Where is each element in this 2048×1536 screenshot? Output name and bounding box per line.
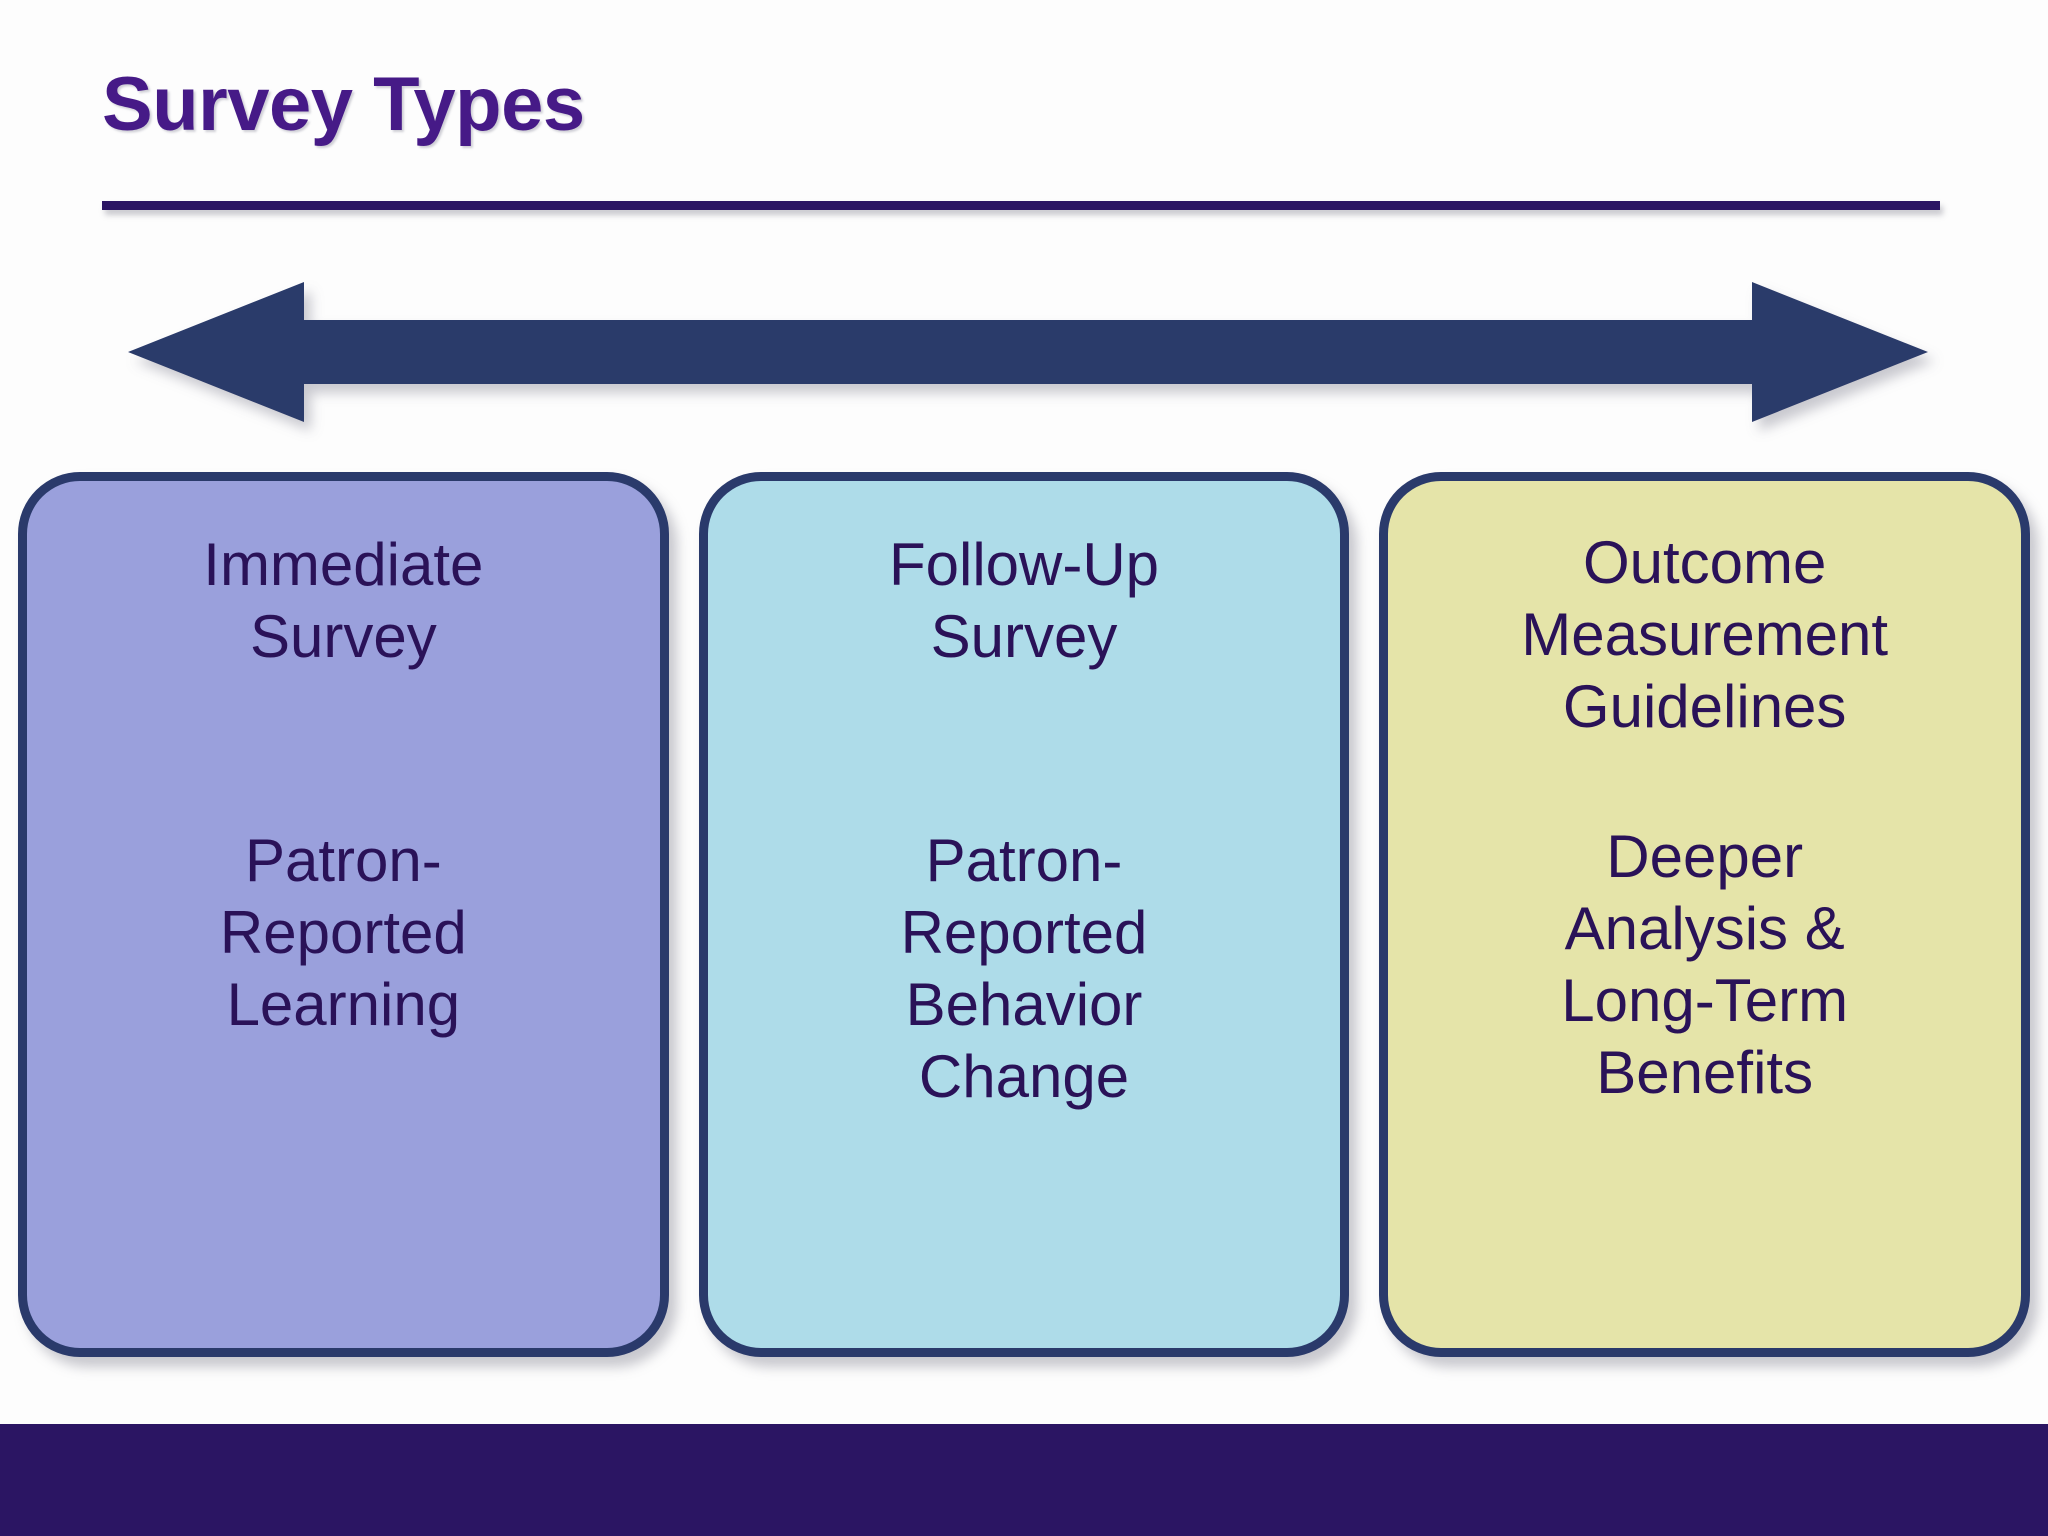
- survey-box-heading: Immediate Survey: [203, 531, 484, 670]
- footer-band: [0, 1424, 2048, 1536]
- title-underline-rule: [102, 201, 1940, 210]
- double-headed-arrow: [128, 278, 1928, 424]
- survey-box-outcome-measurement-guidelines[interactable]: Outcome Measurement Guidelines Deeper An…: [1379, 472, 2031, 1357]
- page-title: Survey Types: [102, 62, 585, 147]
- survey-box-sublabel: Patron- Reported Learning: [219, 827, 467, 1038]
- survey-box-heading: Follow-Up Survey: [888, 531, 1160, 670]
- survey-box-sublabel: Patron- Reported Behavior Change: [900, 827, 1148, 1110]
- survey-box-sublabel: Deeper Analysis & Long-Term Benefits: [1561, 823, 1849, 1106]
- arrow-shape: [128, 282, 1928, 422]
- survey-box-follow-up-survey[interactable]: Follow-Up Survey Patron- Reported Behavi…: [698, 472, 1350, 1357]
- survey-box-immediate-survey[interactable]: Immediate Survey Patron- Reported Learni…: [18, 472, 669, 1357]
- survey-type-boxes-row: Immediate Survey Patron- Reported Learni…: [18, 472, 2031, 1357]
- title-block: Survey Types: [102, 62, 1952, 212]
- survey-box-heading: Outcome Measurement Guidelines: [1521, 529, 1889, 740]
